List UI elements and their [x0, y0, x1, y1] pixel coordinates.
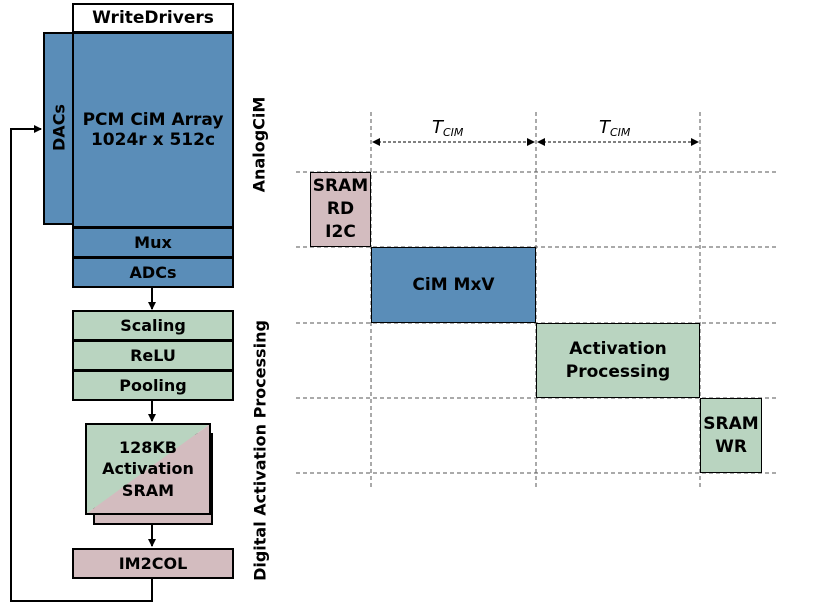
tcim-label-2: TCIM	[599, 117, 630, 139]
task-sram-wr-label: SRAM WR	[703, 413, 759, 457]
task-cim-mxv-label: CiM MxV	[412, 274, 495, 295]
pooling-label: Pooling	[119, 375, 187, 395]
pooling-block: Pooling	[72, 370, 234, 401]
adcs-block: ADCs	[72, 257, 234, 288]
tcim-label-2-sub: CIM	[610, 126, 631, 139]
cim-array-label: PCM CiM Array 1024r x 512c	[82, 109, 224, 150]
task-sram-rd: SRAM RD I2C	[310, 172, 371, 247]
cim-array-block: PCM CiM Array 1024r x 512c	[72, 32, 234, 228]
dacs-label: DACs	[49, 104, 69, 151]
scaling-label: Scaling	[120, 315, 186, 335]
im2col-label: IM2COL	[118, 553, 188, 573]
sram-label: 128KB Activation SRAM	[102, 437, 194, 500]
scaling-block: Scaling	[72, 310, 234, 341]
relu-block: ReLU	[72, 340, 234, 371]
mux-block: Mux	[72, 227, 234, 258]
tcim-label-1-sub: CIM	[443, 126, 464, 139]
analog-cim-label: AnalogCiM	[249, 96, 269, 193]
task-activation-label: Activation Processing	[565, 338, 671, 382]
task-cim-mxv: CiM MxV	[371, 247, 536, 323]
im2col-block: IM2COL	[72, 548, 234, 579]
digital-activation-label: Digital Activation Processing	[250, 320, 270, 581]
write-drivers-block: WriteDrivers	[72, 3, 234, 33]
tcim-label-2-main: T	[599, 117, 610, 138]
feedback-loop	[10, 125, 153, 602]
tcim-label-1-main: T	[432, 117, 443, 138]
write-drivers-label: WriteDrivers	[92, 7, 214, 28]
task-sram-rd-label: SRAM RD I2C	[312, 176, 369, 242]
relu-label: ReLU	[130, 345, 176, 365]
tcim-label-1: TCIM	[432, 117, 463, 139]
sram-block-front	[85, 423, 211, 515]
sram-label-box: 128KB Activation SRAM	[86, 424, 210, 514]
mux-label: Mux	[134, 232, 172, 252]
task-activation-processing: Activation Processing	[536, 323, 700, 398]
adcs-label: ADCs	[129, 262, 177, 282]
task-sram-wr: SRAM WR	[700, 398, 762, 473]
